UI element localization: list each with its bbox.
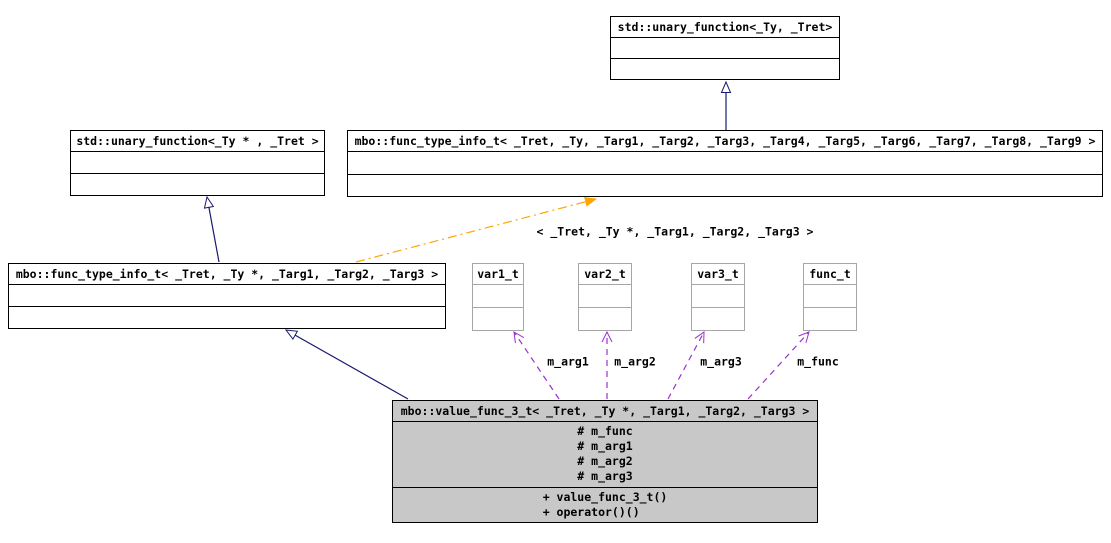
class-method-section: + value_func_3_t()+ operator()() (393, 487, 817, 523)
inheritance-arrow (203, 195, 220, 263)
empty-compartment (9, 284, 445, 306)
edge-label-m_arg3: m_arg3 (700, 354, 742, 369)
class-box-var2-t[interactable]: var2_t (578, 263, 632, 331)
empty-compartment (804, 284, 856, 307)
class-method: + value_func_3_t() (542, 490, 668, 504)
class-title: var2_t (584, 267, 626, 281)
class-box-func-type-info-t-full[interactable]: mbo::func_type_info_t< _Tret, _Ty, _Targ… (347, 130, 1103, 197)
empty-compartment (692, 307, 744, 330)
empty-compartment (579, 284, 631, 307)
inheritance-arrow (284, 329, 409, 400)
class-attribute: # m_arg2 (577, 454, 633, 468)
template-arrow-< _Tret, _Ty *, _Targ1, _Targ2, _Targ3 > (355, 196, 597, 263)
empty-compartment (348, 173, 1102, 197)
class-box-value-func-3-t[interactable]: mbo::value_func_3_t< _Tret, _Ty *, _Targ… (392, 400, 818, 523)
class-box-std-unary-function-ty-ptr[interactable]: std::unary_function<_Ty * , _Tret > (70, 130, 325, 196)
class-title: mbo::func_type_info_t< _Tret, _Ty *, _Ta… (15, 267, 439, 281)
empty-compartment (473, 307, 523, 330)
empty-compartment (579, 307, 631, 330)
class-box-func-t[interactable]: func_t (803, 263, 857, 331)
empty-compartment (611, 58, 839, 79)
usage-arrow-m_arg3 (667, 331, 705, 400)
class-box-func-type-info-t-ptr[interactable]: mbo::func_type_info_t< _Tret, _Ty *, _Ta… (8, 263, 446, 329)
class-title: std::unary_function<_Ty, _Tret> (617, 20, 833, 34)
edge-label-m_arg1: m_arg1 (547, 354, 589, 369)
edge-label-m_arg2: m_arg2 (614, 354, 656, 369)
class-title: std::unary_function<_Ty * , _Tret > (76, 134, 319, 148)
class-title: mbo::value_func_3_t< _Tret, _Ty *, _Targ… (400, 404, 810, 418)
usage-arrow-m_func (747, 331, 810, 400)
class-attribute-section: # m_func# m_arg1# m_arg2# m_arg3 (393, 421, 817, 487)
class-box-var1-t[interactable]: var1_t (472, 263, 524, 331)
empty-compartment (804, 307, 856, 330)
method-list: + value_func_3_t()+ operator()() (543, 490, 668, 520)
empty-compartment (348, 151, 1102, 174)
class-attribute: # m_func (577, 424, 633, 438)
empty-compartment (71, 173, 324, 195)
empty-compartment (611, 37, 839, 58)
class-title: var1_t (477, 267, 519, 281)
class-attribute: # m_arg3 (577, 469, 633, 483)
edge-label-m_func: m_func (797, 354, 839, 369)
class-box-std-unary-function-ty[interactable]: std::unary_function<_Ty, _Tret> (610, 16, 840, 80)
empty-compartment (473, 284, 523, 307)
class-title: func_t (809, 267, 851, 281)
class-method: + operator()() (542, 505, 640, 519)
usage-arrow-m_arg1 (513, 331, 560, 400)
edge-label-_tret_ty_targ1_targ2_targ3: < _Tret, _Ty *, _Targ1, _Targ2, _Targ3 > (536, 224, 814, 239)
empty-compartment (71, 151, 324, 173)
class-title: mbo::func_type_info_t< _Tret, _Ty, _Targ… (354, 134, 1096, 148)
empty-compartment (692, 284, 744, 307)
empty-compartment (9, 306, 445, 328)
class-title: var3_t (697, 267, 739, 281)
class-box-var3-t[interactable]: var3_t (691, 263, 745, 331)
class-attribute: # m_arg1 (577, 439, 633, 453)
attribute-list: # m_func# m_arg1# m_arg2# m_arg3 (577, 424, 632, 484)
